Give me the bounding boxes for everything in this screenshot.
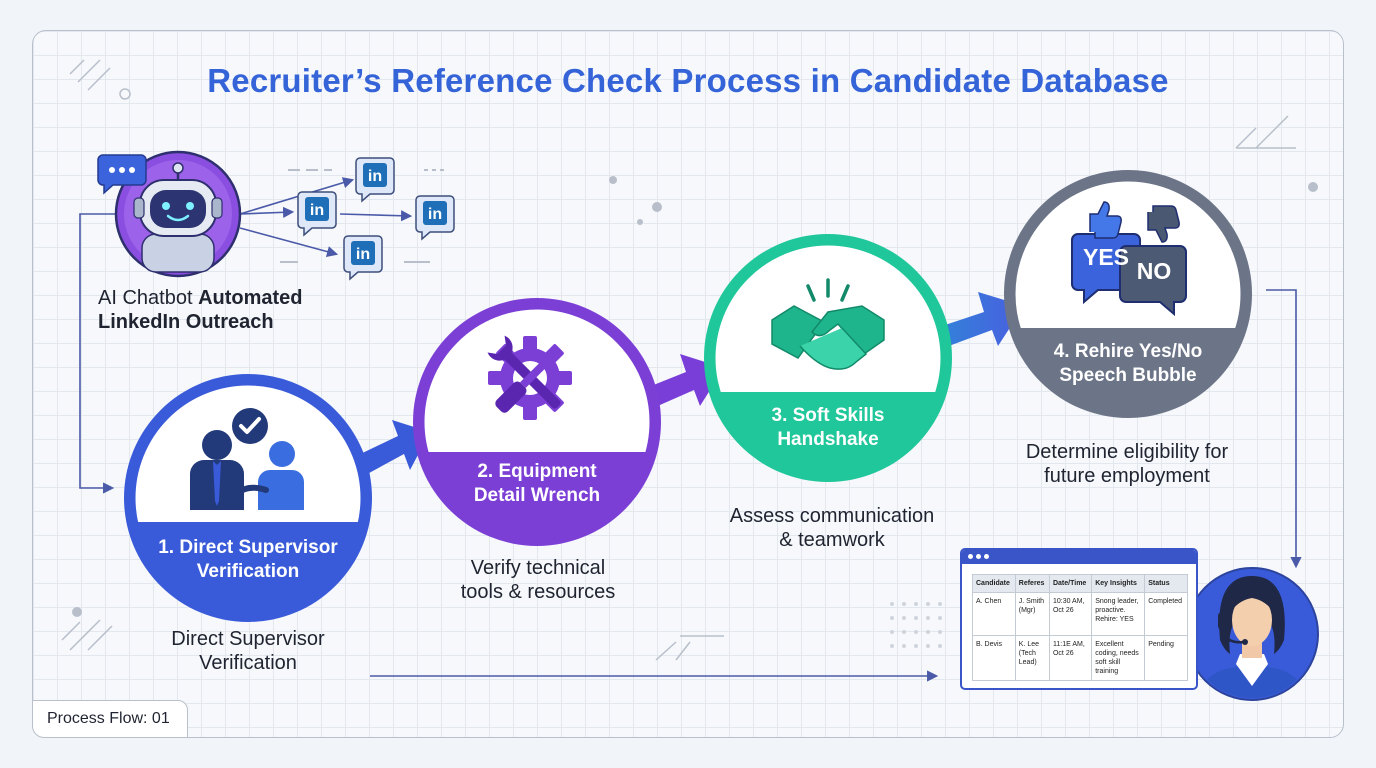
connector-step4-to-database (1266, 289, 1302, 569)
outreach-line-1 (239, 177, 355, 215)
gear-wrench-icon (487, 335, 572, 420)
table-cell: Pending (1144, 635, 1188, 681)
process-flow-label: Process Flow: 01 (32, 700, 188, 738)
window-titlebar (962, 550, 1196, 564)
decorations (61, 59, 1318, 661)
caption-text: AI Chatbot (98, 287, 199, 309)
column-header: Candidate (972, 574, 1016, 593)
svg-text:in: in (428, 206, 442, 223)
linkedin-icon: in (415, 195, 455, 241)
step-3-caption: Assess communication& teamwork (729, 505, 935, 551)
table-cell: Snong leader, proactive. Rehire: YES (1091, 592, 1146, 636)
table-cell: Completed (1144, 592, 1188, 636)
step-1-circle (124, 374, 372, 622)
outreach-line-2 (239, 206, 295, 218)
no-text: NO (1136, 258, 1172, 284)
table-cell: J. Smith (Mgr) (1014, 592, 1050, 636)
linkedin-bubbles: in in in in (297, 157, 455, 281)
supervisor-handshake-icon (190, 408, 304, 510)
chatbot-robot-icon (114, 150, 242, 278)
candidate-database-window: Candidate Referes Date/Time Key Insights… (960, 548, 1198, 690)
table-cell: K. Lee (Tech Lead) (1014, 635, 1050, 681)
column-header: Date/Time (1048, 574, 1093, 593)
chatbot-outreach-caption: AI Chatbot Automated LinkedIn Outreach (98, 286, 338, 334)
caption-text-bold: Automated (198, 287, 303, 309)
linkedin-icon: in (343, 235, 383, 281)
table-row: B. Devis K. Lee (Tech Lead) 11:1E AM, Oc… (972, 635, 1188, 681)
thumbs-up-icon (1089, 201, 1122, 239)
column-header: Referes (1014, 574, 1050, 593)
yes-text: YES (1082, 244, 1130, 270)
column-header: Status (1144, 574, 1188, 593)
outreach-line-3 (339, 210, 413, 222)
handshake-icon (771, 278, 885, 370)
thumbs-down-icon (1147, 205, 1180, 243)
table-cell: A. Chen (972, 592, 1016, 636)
step-2-circle (413, 298, 661, 546)
arrow-step1-to-step2 (352, 420, 430, 478)
outreach-line-4 (239, 227, 339, 258)
table-cell: 10:30 AM, Oct 26 (1048, 592, 1093, 636)
arrow-step3-to-step4 (930, 292, 1024, 350)
column-header: Key Insights (1091, 574, 1146, 593)
svg-text:in: in (356, 246, 370, 263)
reference-table: Candidate Referes Date/Time Key Insights… (972, 574, 1188, 681)
connector-chatbot-to-step1 (79, 213, 118, 494)
linkedin-icon: in (355, 157, 395, 203)
table-cell: B. Devis (972, 635, 1016, 681)
table-cell: Excellent coding, needs soft skill train… (1091, 635, 1146, 681)
svg-text:in: in (368, 168, 382, 185)
yes-no-speech-bubble-icon (1071, 201, 1187, 317)
table-cell: 11:1E AM, Oct 26 (1048, 635, 1093, 681)
svg-text:in: in (310, 202, 324, 219)
table-header-row: Candidate Referes Date/Time Key Insights… (972, 574, 1188, 593)
linkedin-icon: in (297, 191, 337, 237)
chat-bubble-icon (97, 154, 147, 195)
table-row: A. Chen J. Smith (Mgr) 10:30 AM, Oct 26 … (972, 592, 1188, 636)
page-title: Recruiter’s Reference Check Process in C… (207, 62, 1169, 99)
recruiter-avatar (1185, 567, 1319, 701)
caption-text-bold: LinkedIn Outreach (98, 311, 274, 333)
